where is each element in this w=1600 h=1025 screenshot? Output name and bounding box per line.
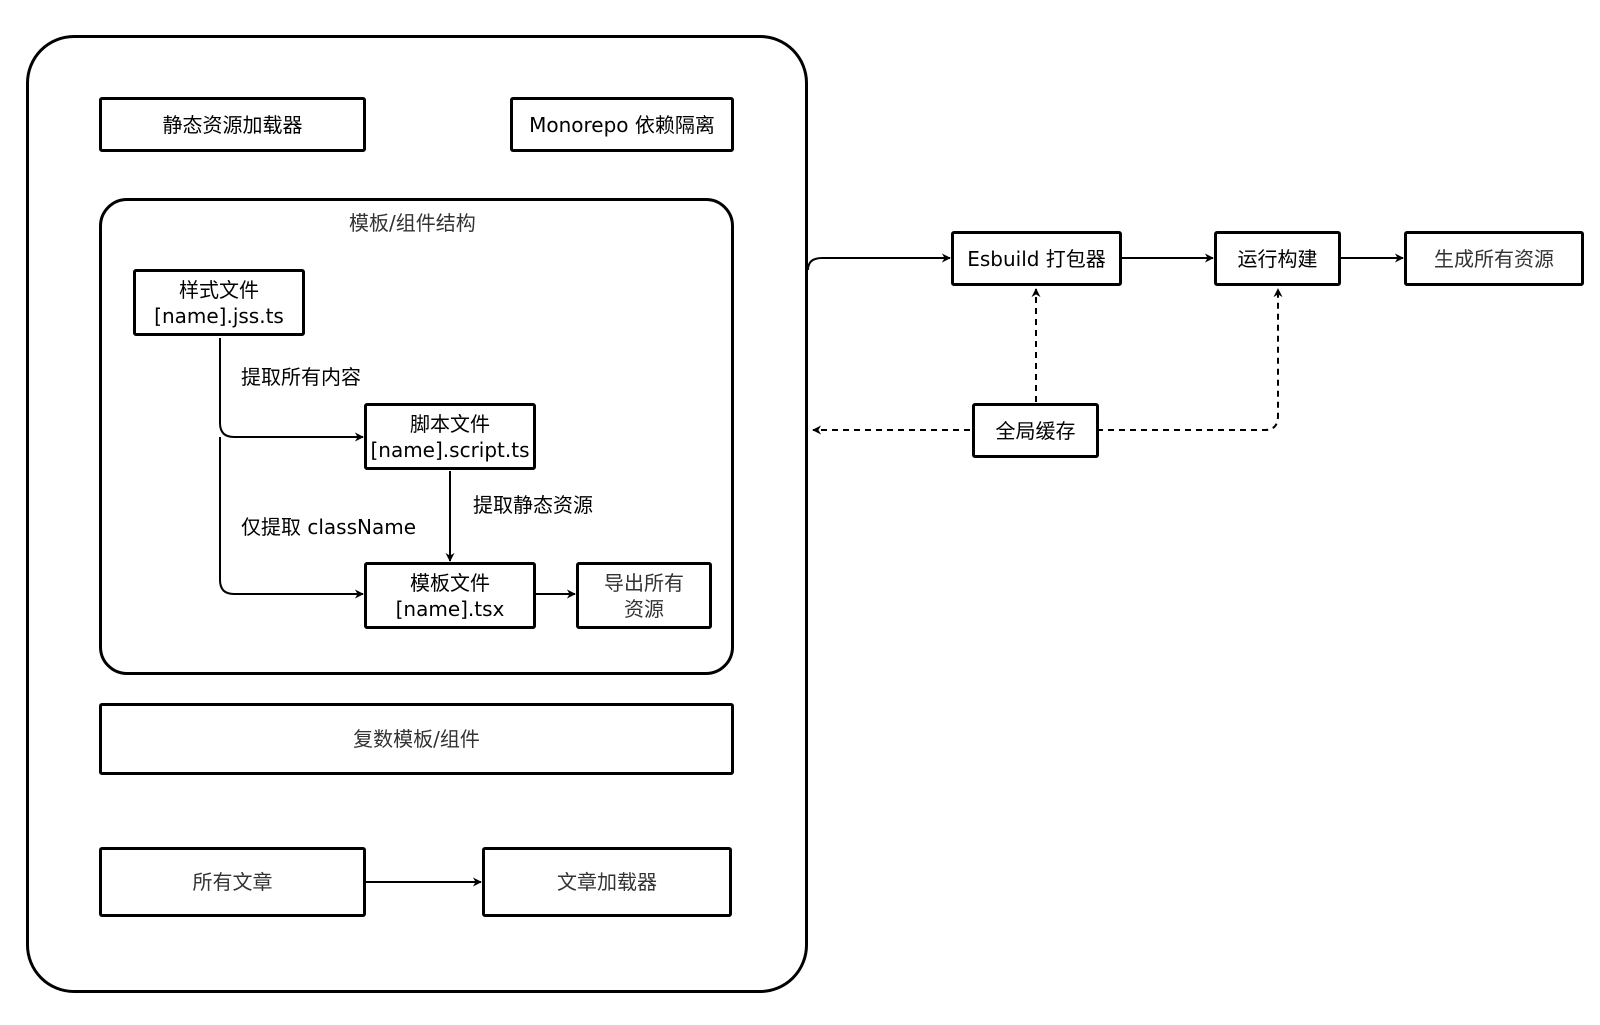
export-all-line2: 资源 bbox=[624, 596, 664, 621]
static-loader-box: 静态资源加载器 bbox=[99, 97, 366, 152]
edge-label-extract-classname: 仅提取 className bbox=[241, 515, 417, 539]
script-file-line2: [name].script.ts bbox=[370, 437, 530, 462]
script-file-line1: 脚本文件 bbox=[410, 411, 490, 436]
edge-style-to-template bbox=[219, 437, 364, 599]
style-file-line2: [name].jss.ts bbox=[154, 303, 284, 328]
template-group-title: 模板/组件结构 bbox=[349, 211, 476, 235]
edge-style-to-script bbox=[219, 338, 364, 442]
esbuild-box: Esbuild 打包器 bbox=[951, 231, 1122, 286]
multi-templates-label: 复数模板/组件 bbox=[353, 727, 480, 751]
esbuild-label: Esbuild 打包器 bbox=[967, 246, 1106, 271]
static-loader-label: 静态资源加载器 bbox=[162, 112, 303, 137]
edge-container-to-esbuild bbox=[807, 253, 951, 271]
template-group-container bbox=[99, 198, 734, 675]
template-file-box: 模板文件 [name].tsx bbox=[364, 562, 536, 629]
monorepo-box: Monorepo 依赖隔离 bbox=[510, 97, 734, 152]
global-cache-label: 全局缓存 bbox=[995, 418, 1076, 443]
style-file-line1: 样式文件 bbox=[179, 277, 259, 302]
export-all-box: 导出所有 资源 bbox=[576, 562, 712, 629]
export-all-line1: 导出所有 bbox=[604, 570, 684, 595]
edge-label-extract-static: 提取静态资源 bbox=[473, 493, 593, 517]
global-cache-box: 全局缓存 bbox=[972, 403, 1099, 458]
run-build-label: 运行构建 bbox=[1237, 246, 1318, 271]
template-file-line2: [name].tsx bbox=[395, 596, 505, 621]
generate-all-box: 生成所有资源 bbox=[1404, 231, 1584, 286]
multi-templates-box: 复数模板/组件 bbox=[99, 703, 734, 775]
script-file-box: 脚本文件 [name].script.ts bbox=[364, 403, 536, 470]
all-articles-label: 所有文章 bbox=[192, 870, 273, 894]
outer-container bbox=[26, 35, 808, 993]
style-file-box: 样式文件 [name].jss.ts bbox=[133, 269, 305, 336]
template-file-line1: 模板文件 bbox=[410, 570, 490, 595]
run-build-box: 运行构建 bbox=[1214, 231, 1341, 286]
edge-label-extract-all: 提取所有内容 bbox=[241, 365, 361, 389]
article-loader-label: 文章加载器 bbox=[557, 870, 657, 894]
all-articles-box: 所有文章 bbox=[99, 847, 366, 917]
monorepo-label: Monorepo 依赖隔离 bbox=[529, 112, 715, 137]
generate-all-label: 生成所有资源 bbox=[1434, 246, 1554, 271]
edge-cache-to-build bbox=[1097, 288, 1283, 431]
article-loader-box: 文章加载器 bbox=[482, 847, 732, 917]
